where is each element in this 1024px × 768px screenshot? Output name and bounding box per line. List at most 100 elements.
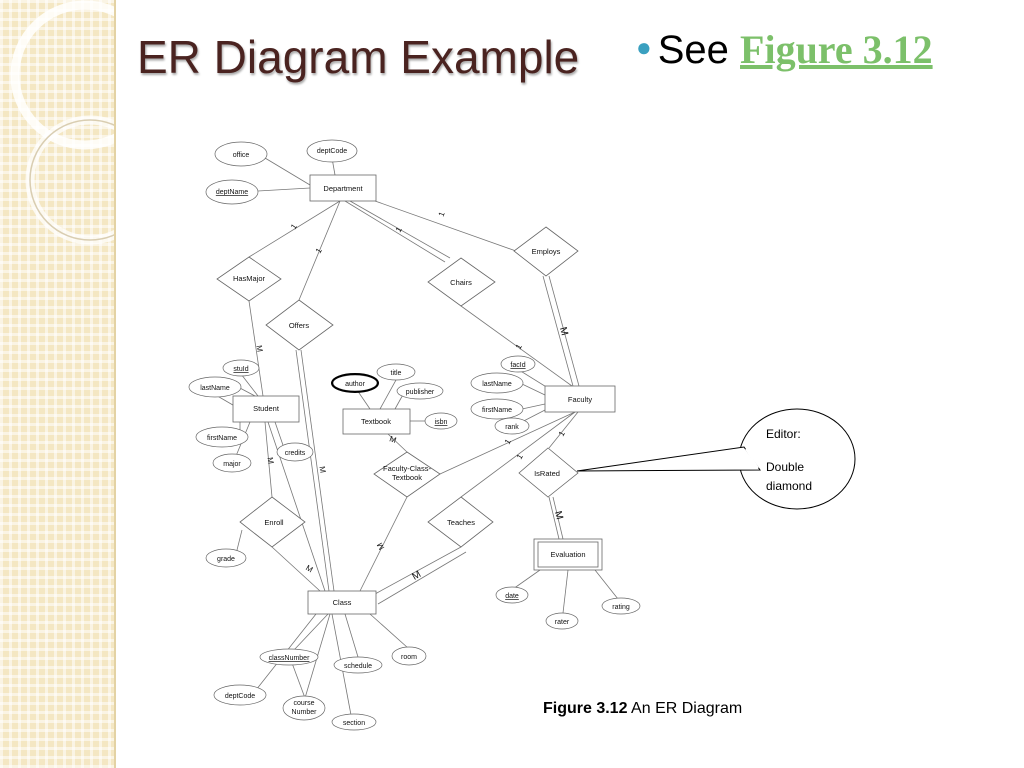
attr-major-label: major (223, 461, 241, 468)
card-many: M (304, 563, 315, 574)
card-many: M (375, 541, 386, 552)
attr-date (495, 586, 529, 604)
attr-room-label: room (401, 654, 417, 661)
attr-firstname-student-label: firstName (207, 435, 237, 442)
figure-link[interactable]: Figure 3.12 (740, 27, 933, 72)
attr-section (331, 713, 377, 731)
slide-title: ER Diagram Example (137, 31, 580, 83)
card-one: 1 (514, 342, 524, 351)
attr-deptcode (306, 139, 358, 163)
attr-office (214, 141, 268, 167)
attr-isbn-label: isbn (435, 419, 448, 426)
attr-stuid-label: stuId (233, 366, 248, 373)
rel-fct-label-2: Textbook (392, 473, 422, 482)
attr-section-label: section (343, 720, 365, 727)
attr-firstname-faculty-label: firstName (482, 407, 512, 414)
caption-label: Figure 3.12 (543, 700, 628, 717)
attr-course-number (282, 695, 326, 721)
attr-rating (601, 597, 641, 615)
attr-title-label: title (391, 370, 402, 377)
entity-department-label: Department (323, 184, 363, 193)
card-many: M (265, 456, 275, 464)
attr-schedule-label: schedule (344, 663, 372, 670)
attr-isbn (424, 412, 458, 430)
attr-deptname-label: deptName (216, 189, 248, 196)
attr-title (376, 363, 416, 381)
attr-firstname-faculty (470, 398, 524, 420)
bullet-see-figure: ●See Figure 3.12 (636, 26, 933, 73)
card-one: 1 (503, 437, 513, 446)
rel-teaches (427, 496, 494, 548)
attr-classnumber (259, 648, 319, 666)
entity-faculty (544, 385, 616, 413)
caption-text: An ER Diagram (631, 700, 743, 717)
card-one: 1 (289, 222, 299, 231)
attr-credits-label: credits (285, 450, 306, 457)
attr-deptcode-label: deptCode (317, 148, 347, 155)
rel-hasmajor (216, 256, 282, 302)
rel-hasmajor-label: HasMajor (233, 274, 266, 283)
rel-israted-label: IsRated (534, 469, 560, 478)
attr-deptname (205, 179, 259, 205)
attr-course-label-1: course (293, 700, 314, 707)
attr-author-label: author (345, 381, 366, 388)
attr-deptcode-class-label: deptCode (225, 693, 255, 700)
editor-callout: Editor: Double diamond (576, 408, 856, 510)
callout-line1: Editor: (766, 427, 801, 441)
rel-fct-label-1: Faculty-Class- (383, 464, 431, 473)
attr-grade-label: grade (217, 556, 235, 563)
attr-major (212, 453, 252, 473)
rel-teaches-label: Teaches (447, 518, 475, 527)
attr-credits (276, 442, 314, 462)
entity-textbook (342, 408, 411, 435)
figure-caption: Figure 3.12 An ER Diagram (543, 700, 742, 718)
rel-faculty-class-textbook (373, 451, 441, 498)
entity-student (232, 395, 300, 423)
card-one: 1 (515, 452, 525, 461)
entity-class (307, 590, 377, 615)
rel-offers-label: Offers (289, 321, 310, 330)
entity-textbook-label: Textbook (361, 417, 391, 426)
card-one: 1 (394, 225, 404, 234)
attr-date-label: date (505, 593, 519, 600)
attr-deptcode-class (213, 684, 267, 706)
card-many: M (410, 569, 423, 583)
card-one: 1 (557, 429, 567, 438)
attr-stuid (222, 359, 260, 377)
attr-schedule (333, 656, 383, 674)
entity-student-label: Student (253, 404, 280, 413)
rel-israted (518, 447, 579, 498)
attr-rater (545, 612, 579, 630)
bullet-prefix: See (657, 28, 729, 72)
attr-facid-label: facId (510, 362, 525, 369)
decorative-rings (10, 0, 114, 245)
attr-office-label: office (233, 152, 250, 159)
card-many: M (388, 434, 398, 445)
bullet-dot-icon: ● (636, 31, 652, 62)
rel-enroll (239, 496, 306, 548)
attr-lastname-faculty (470, 372, 524, 394)
attr-publisher (396, 382, 444, 400)
author-highlight (331, 373, 379, 393)
entity-class-label: Class (333, 598, 352, 607)
attr-grade (205, 548, 247, 568)
decorative-sidebar (0, 0, 116, 768)
attr-rank-label: rank (505, 424, 519, 431)
attr-course-label-2: Number (292, 709, 318, 716)
attr-lastname-student (188, 376, 242, 398)
card-many: M (254, 344, 264, 352)
entity-evaluation-label: Evaluation (550, 550, 585, 559)
rel-employs (513, 226, 579, 277)
rel-chairs (427, 257, 496, 307)
card-many: M (557, 326, 570, 337)
card-one: 1 (314, 246, 324, 255)
attr-facid (500, 355, 536, 373)
rel-enroll-label: Enroll (264, 518, 284, 527)
entity-faculty-label: Faculty (568, 395, 592, 404)
attr-rater-label: rater (555, 619, 570, 626)
rel-chairs-label: Chairs (450, 278, 472, 287)
attr-lastname-student-label: lastName (200, 385, 230, 392)
entity-department (309, 174, 377, 202)
card-many: M (317, 465, 327, 473)
